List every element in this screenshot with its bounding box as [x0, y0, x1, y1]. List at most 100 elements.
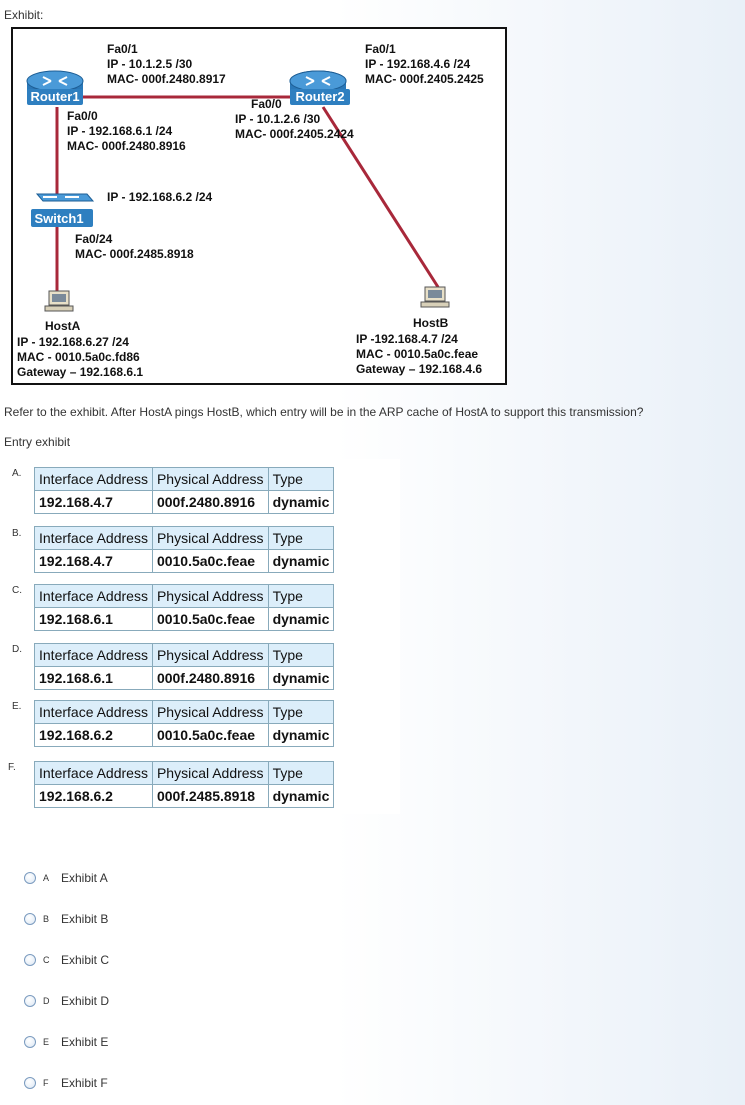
link-router2-hostb — [321, 106, 440, 288]
answer-letter: A — [43, 873, 50, 883]
radio-button[interactable] — [24, 1077, 36, 1089]
r1-fa01-ip: IP - 10.1.2.5 /30 — [107, 57, 193, 71]
cell-iface: 192.168.6.1 — [34, 607, 153, 631]
answer-label[interactable]: Exhibit F — [61, 1076, 108, 1090]
answer-label[interactable]: Exhibit A — [61, 871, 108, 885]
col-type: Type — [267, 526, 335, 550]
hosta-ip: IP - 192.168.6.27 /24 — [17, 335, 129, 349]
col-physical: Physical Address — [151, 526, 269, 550]
answer-option-a[interactable]: A Exhibit A — [24, 870, 108, 886]
r1-fa01-label: Fa0/1 — [107, 42, 138, 56]
option-letter-e: E. — [12, 701, 22, 712]
diagram-drawing: Router1 Router2 Switch1 — [26, 70, 450, 312]
r2-fa00-mac: MAC- 000f.2405.2424 — [235, 127, 354, 141]
option-letter-a: A. — [12, 468, 22, 479]
switch1-ip: IP - 192.168.6.2 /24 — [107, 190, 213, 204]
hosta-pc-icon — [44, 290, 74, 312]
col-interface: Interface Address — [34, 584, 153, 608]
hostb-ip: IP -192.168.4.7 /24 — [356, 332, 458, 346]
radio-button[interactable] — [24, 995, 36, 1007]
r2-fa00-ip: IP - 10.1.2.6 /30 — [235, 112, 321, 126]
radio-button[interactable] — [24, 872, 36, 884]
switch1-mac: MAC- 000f.2485.8918 — [75, 247, 194, 261]
radio-button[interactable] — [24, 954, 36, 966]
switch1-name: Switch1 — [34, 211, 83, 226]
col-physical: Physical Address — [151, 643, 269, 667]
cell-type: dynamic — [267, 607, 335, 631]
cell-iface: 192.168.4.7 — [34, 490, 153, 514]
answer-option-c[interactable]: C Exhibit C — [24, 952, 109, 968]
r1-fa00-ip: IP - 192.168.6.1 /24 — [67, 124, 173, 138]
router1-name: Router1 — [30, 89, 79, 104]
answer-option-d[interactable]: D Exhibit D — [24, 993, 109, 1009]
router2-name: Router2 — [295, 89, 344, 104]
cell-mac: 0010.5a0c.feae — [151, 549, 269, 573]
network-diagram: Router1 Router2 Switch1 — [11, 27, 507, 385]
hostb-gateway: Gateway – 192.168.4.6 — [356, 362, 483, 376]
question-text: Refer to the exhibit. After HostA pings … — [4, 405, 644, 419]
answer-letter: F — [43, 1078, 49, 1088]
col-interface: Interface Address — [34, 643, 153, 667]
switch1-icon — [31, 193, 95, 227]
hosta-gateway: Gateway – 192.168.6.1 — [17, 365, 144, 379]
answer-letter: E — [43, 1037, 50, 1047]
cell-mac: 0010.5a0c.feae — [151, 723, 269, 747]
col-interface: Interface Address — [34, 526, 153, 550]
col-type: Type — [267, 761, 335, 785]
answer-label[interactable]: Exhibit D — [61, 994, 110, 1008]
answer-letter: B — [43, 914, 50, 924]
hostb-pc-icon — [420, 286, 450, 308]
cell-mac: 000f.2480.8916 — [151, 490, 269, 514]
radio-button[interactable] — [24, 913, 36, 925]
cell-type: dynamic — [267, 723, 335, 747]
cell-type: dynamic — [267, 784, 335, 808]
col-physical: Physical Address — [151, 467, 269, 491]
cell-type: dynamic — [267, 549, 335, 573]
answer-letter: C — [43, 955, 50, 965]
radio-button[interactable] — [24, 1036, 36, 1048]
col-physical: Physical Address — [151, 700, 269, 724]
answer-label[interactable]: Exhibit B — [61, 912, 109, 926]
cell-iface: 192.168.6.2 — [34, 723, 153, 747]
col-type: Type — [267, 700, 335, 724]
answer-option-f[interactable]: F Exhibit F — [24, 1075, 108, 1091]
col-interface: Interface Address — [34, 700, 153, 724]
r2-fa01-mac: MAC- 000f.2405.2425 — [365, 72, 484, 86]
exhibit-label: Exhibit: — [4, 8, 44, 22]
col-physical: Physical Address — [151, 761, 269, 785]
r2-fa00-label: Fa0/0 — [251, 97, 282, 111]
hostb-name: HostB — [413, 316, 449, 330]
r1-fa00-label: Fa0/0 — [67, 109, 98, 123]
router2-icon — [289, 70, 350, 105]
option-letter-b: B. — [12, 528, 22, 539]
col-type: Type — [267, 584, 335, 608]
col-type: Type — [267, 643, 335, 667]
r2-fa01-ip: IP - 192.168.4.6 /24 — [365, 57, 471, 71]
option-letter-f: F. — [8, 762, 16, 773]
r1-fa00-mac: MAC- 000f.2480.8916 — [67, 139, 186, 153]
cell-iface: 192.168.6.2 — [34, 784, 153, 808]
cell-iface: 192.168.6.1 — [34, 666, 153, 690]
option-letter-c: C. — [12, 585, 22, 596]
hosta-mac: MAC - 0010.5a0c.fd86 — [17, 350, 140, 364]
router1-icon — [26, 70, 84, 105]
hosta-name: HostA — [45, 319, 81, 333]
r1-fa01-mac: MAC- 000f.2480.8917 — [107, 72, 226, 86]
entry-exhibit-label: Entry exhibit — [4, 435, 71, 449]
cell-type: dynamic — [267, 490, 335, 514]
r2-fa01-label: Fa0/1 — [365, 42, 396, 56]
answer-label[interactable]: Exhibit E — [61, 1035, 109, 1049]
answer-option-e[interactable]: E Exhibit E — [24, 1034, 108, 1050]
answer-option-b[interactable]: B Exhibit B — [24, 911, 108, 927]
answer-label[interactable]: Exhibit C — [61, 953, 110, 967]
